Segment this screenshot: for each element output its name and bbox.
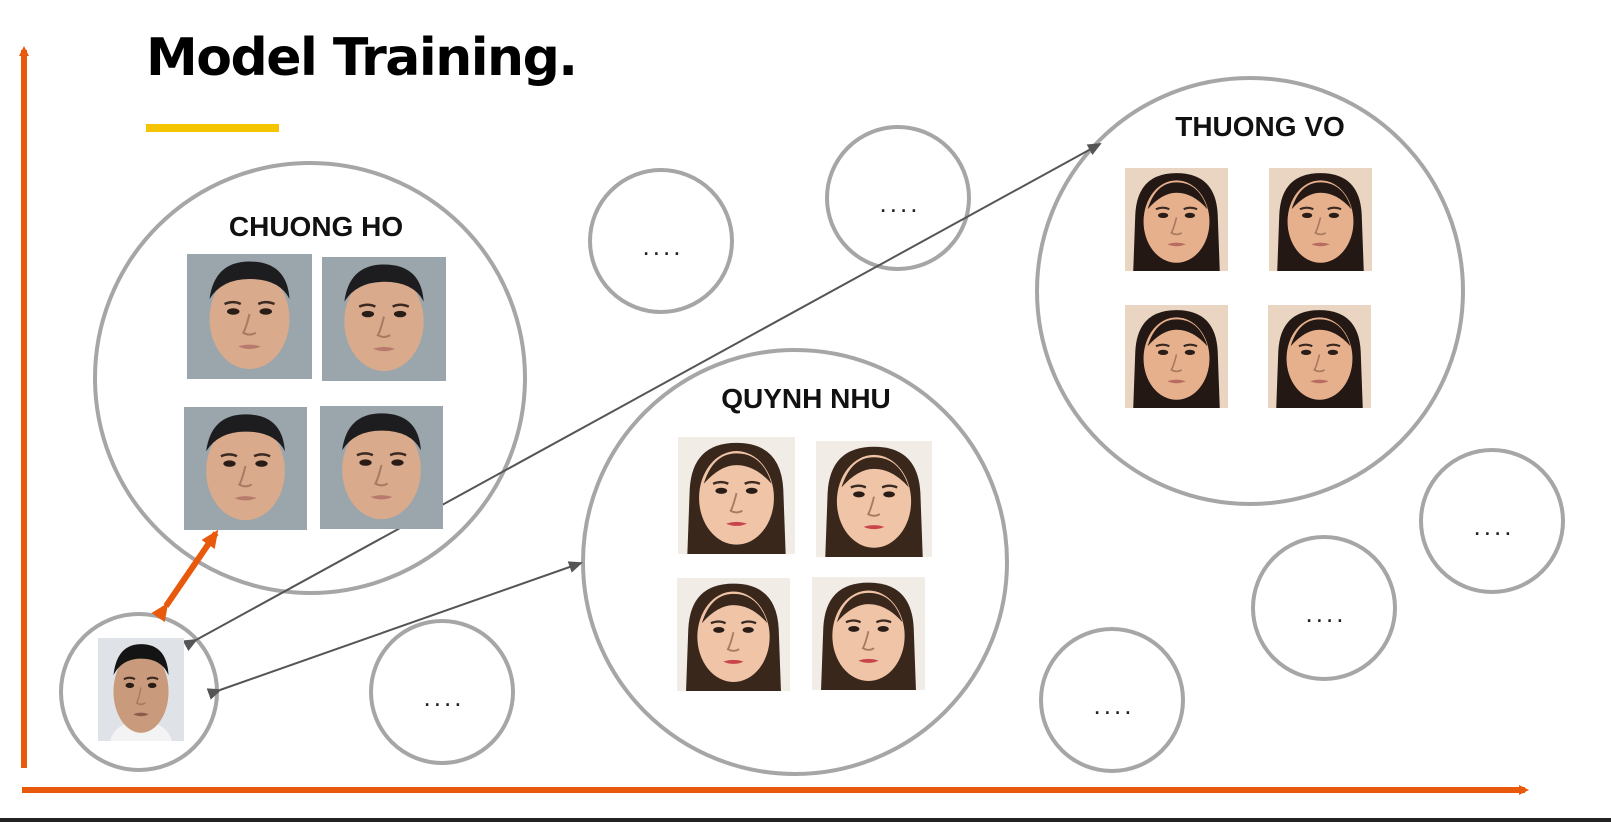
face-photo (1268, 305, 1371, 408)
cluster-label-thuong-vo: THUONG VO (1175, 111, 1345, 142)
cluster-label-quynh-nhu: QUYNH NHU (721, 383, 891, 414)
face-photo (1125, 305, 1228, 408)
face-photo (322, 257, 446, 381)
placeholder-label: .... (1093, 690, 1135, 720)
face-photo (678, 437, 795, 554)
distance-arrow-thuong-vo (182, 143, 1102, 652)
placeholder-circle (1251, 535, 1397, 681)
placeholder-circle (1419, 448, 1565, 594)
face-photo (1125, 168, 1228, 271)
placeholder-label: .... (879, 188, 921, 218)
placeholder-circle (1039, 627, 1185, 773)
face-photo (1269, 168, 1372, 271)
face-photo (184, 407, 307, 530)
placeholder-label: .... (1473, 511, 1515, 541)
query-face-photo (98, 638, 184, 741)
face-photo (320, 406, 443, 529)
page-title: Model Training. (146, 28, 578, 88)
distance-arrow-quynh-nhu (206, 561, 583, 700)
slide-bottom-border (0, 818, 1611, 822)
match-arrow-chuong-ho (151, 529, 219, 623)
placeholder-label: .... (1305, 598, 1347, 628)
face-photo (187, 254, 312, 379)
face-photo (812, 577, 925, 690)
face-photo (816, 441, 932, 557)
placeholder-label: .... (642, 231, 684, 261)
placeholder-label: .... (423, 682, 465, 712)
face-photo (677, 578, 790, 691)
cluster-label-chuong-ho: CHUONG HO (228, 211, 404, 242)
title-underline (146, 124, 279, 132)
